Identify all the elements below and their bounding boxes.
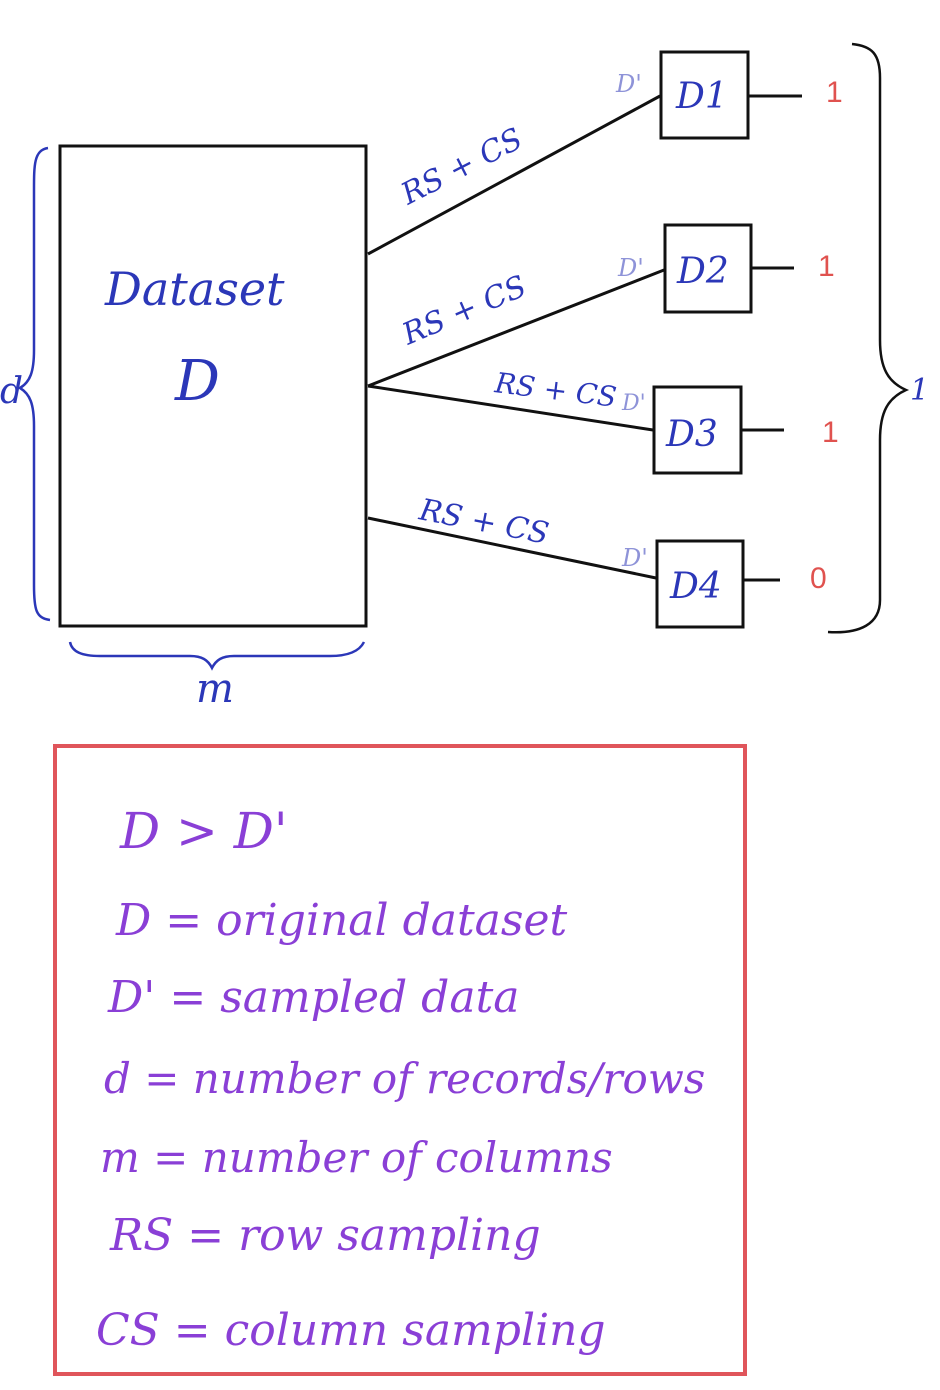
aggregate-brace bbox=[827, 42, 910, 634]
branch-line-3 bbox=[367, 384, 654, 432]
output-4: 0 bbox=[810, 562, 827, 595]
rows-brace bbox=[17, 146, 51, 622]
output-1: 1 bbox=[826, 76, 843, 109]
subset-label-4: D' bbox=[621, 544, 648, 572]
subset-box-3-label: D3 bbox=[665, 414, 718, 455]
subset-box-2-label: D2 bbox=[676, 251, 729, 292]
legend-line-5: m = number of columns bbox=[100, 1133, 613, 1182]
cols-brace bbox=[68, 641, 366, 671]
rows-label: d bbox=[0, 371, 23, 412]
branch-line-1 bbox=[367, 94, 661, 256]
sample-label-2: RS + CS bbox=[397, 269, 532, 353]
output-2: 1 bbox=[818, 250, 835, 283]
subset-box-4-label: D4 bbox=[669, 566, 722, 607]
subset-box-1-label: D1 bbox=[675, 76, 728, 117]
legend-line-3: D' = sampled data bbox=[107, 972, 520, 1023]
dataset-title: Dataset bbox=[104, 262, 285, 316]
cols-label: m bbox=[196, 666, 234, 712]
subset-label-3: D' bbox=[621, 391, 646, 416]
branch-line-4 bbox=[367, 516, 657, 580]
legend-line-7: CS = column sampling bbox=[96, 1305, 606, 1356]
branch-line-2 bbox=[367, 268, 665, 388]
subset-label-2: D' bbox=[617, 254, 644, 282]
legend-line-2: D = original dataset bbox=[115, 895, 568, 946]
dataset-box bbox=[58, 144, 368, 628]
subset-box-4 bbox=[655, 539, 745, 629]
sample-label-1: RS + CS bbox=[395, 122, 528, 213]
dataset-name: D bbox=[174, 349, 220, 414]
legend-line-4: d = number of records/rows bbox=[104, 1054, 705, 1103]
aggregate-output: 1 bbox=[910, 373, 929, 408]
legend-line-1: D > D' bbox=[119, 802, 288, 860]
legend-box bbox=[53, 744, 747, 1376]
legend-line-6: RS = row sampling bbox=[109, 1210, 541, 1261]
subset-label-1: D' bbox=[615, 70, 642, 98]
output-3: 1 bbox=[822, 416, 839, 449]
